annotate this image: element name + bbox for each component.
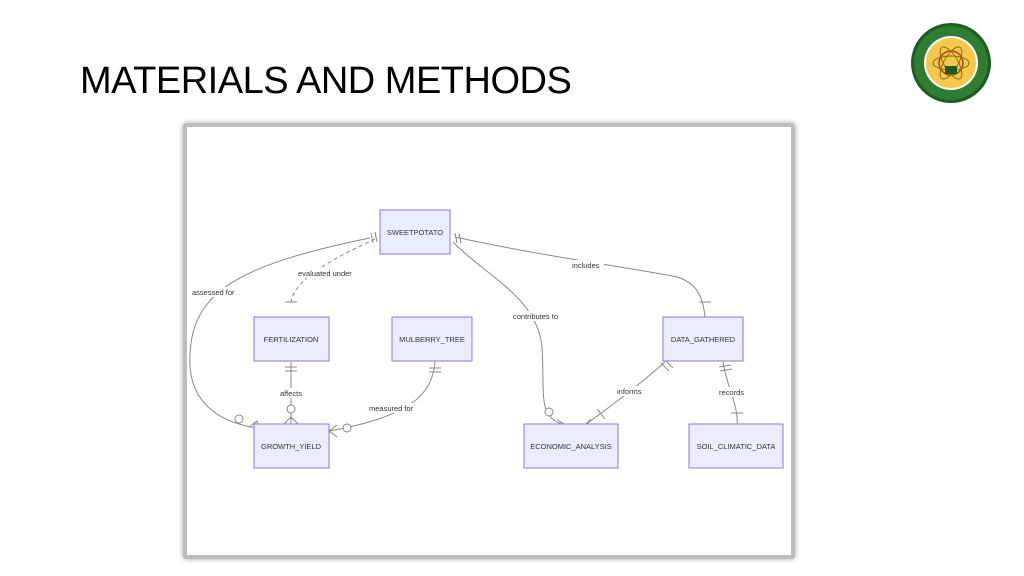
rel-label-records: records: [719, 388, 744, 397]
rel-label-affects: affects: [280, 389, 302, 398]
rel-label-assessed-for: assessed for: [192, 288, 235, 297]
entity-economic-analysis[interactable]: ECONOMIC_ANALYSIS: [523, 423, 619, 469]
slide-title: MATERIALS AND METHODS: [80, 60, 572, 102]
entity-fertilization[interactable]: FERTILIZATION: [253, 316, 330, 362]
entity-soil-climatic-data[interactable]: SOIL_CLIMATIC_DATA: [688, 423, 784, 469]
rel-label-contributes-to: contributes to: [513, 312, 558, 321]
line-sweetpotato-growth-yield: [189, 237, 371, 429]
entity-label-sweetpotato: SWEETPOTATO: [387, 228, 443, 237]
line-sweetpotato-fertilization: [290, 238, 376, 303]
cardinality-markers: [234, 231, 743, 438]
entity-label-mulberry-tree: MULBERRY_TREE: [399, 335, 465, 344]
entity-label-economic-analysis: ECONOMIC_ANALYSIS: [530, 442, 612, 451]
line-data-gathered-economic-analysis: [584, 361, 666, 426]
line-sweetpotato-data-gathered: [454, 236, 706, 318]
entity-label-growth-yield: GROWTH_YIELD: [261, 442, 322, 451]
er-diagram: assessed for evaluated under contributes…: [189, 209, 784, 469]
line-mulberry-growth-yield: [328, 361, 436, 432]
entity-mulberry-tree[interactable]: MULBERRY_TREE: [391, 316, 473, 362]
entity-label-fertilization: FERTILIZATION: [264, 335, 319, 344]
relationship-labels: assessed for evaluated under contributes…: [189, 260, 749, 413]
university-seal-logo: [911, 23, 991, 103]
entity-label-soil-climatic-data: SOIL_CLIMATIC_DATA: [697, 442, 776, 451]
rel-label-evaluated-under: evaluated under: [298, 269, 352, 278]
entity-label-data-gathered: DATA_GATHERED: [671, 335, 736, 344]
entity-data-gathered[interactable]: DATA_GATHERED: [662, 316, 744, 362]
rel-label-measured-for: measured for: [369, 404, 414, 413]
entity-sweetpotato[interactable]: SWEETPOTATO: [379, 209, 451, 255]
rel-label-informs: informs: [617, 387, 642, 396]
er-diagram-frame: assessed for evaluated under contributes…: [183, 123, 795, 559]
entity-growth-yield[interactable]: GROWTH_YIELD: [253, 423, 330, 469]
rel-label-includes: includes: [572, 261, 600, 270]
